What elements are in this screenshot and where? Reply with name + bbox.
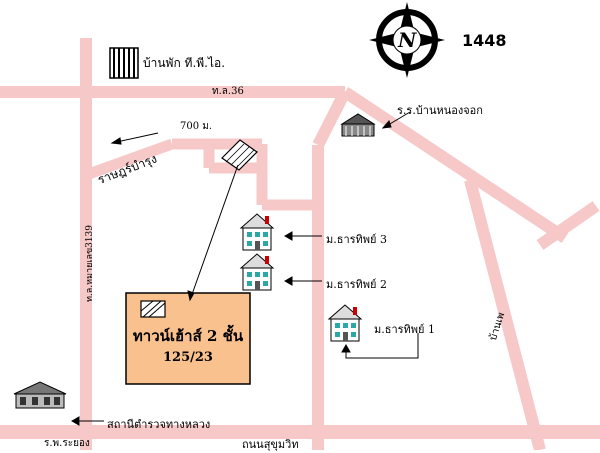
house-village2-icon xyxy=(239,253,275,291)
label-road-sukhumvit: ถนนสุขุมวิท xyxy=(242,438,299,451)
school-icon xyxy=(340,113,376,137)
label-school: ร.ร.บ้านหนองจอก xyxy=(397,104,483,117)
road-rat-1 xyxy=(84,138,174,181)
plot-title: ทาวน์เฮ้าส์ 2 ชั้น xyxy=(132,327,244,345)
house-village1-icon xyxy=(327,304,363,342)
site-marker-icon xyxy=(221,139,258,171)
label-village-1: ม.ธารทิพย์ 1 xyxy=(374,323,435,336)
plot-parcel xyxy=(125,292,251,385)
compass-rose-icon xyxy=(369,2,445,78)
label-police: สถานีตำรวจทางหลวง xyxy=(107,418,211,431)
label-road-3139: ท.ล.หมายเลข3139 xyxy=(85,224,95,302)
plot-hatch-icon xyxy=(140,300,166,318)
label-distance: 700 ม. xyxy=(180,121,213,132)
road-36-right xyxy=(341,87,569,243)
site-to-plot-arrow xyxy=(189,164,239,301)
label-road-rayong: ร.พ.ระยอง xyxy=(44,438,90,449)
road-diagonal xyxy=(312,89,351,148)
label-village-3: ม.ธารทิพย์ 3 xyxy=(326,233,387,246)
building-tpi-icon xyxy=(109,47,139,79)
map-arrows xyxy=(70,111,419,426)
label-road-36: ท.ล.36 xyxy=(212,86,244,97)
road-top-right xyxy=(536,201,600,250)
plot-number: 125/23 xyxy=(163,350,213,365)
road-right-edge xyxy=(464,178,546,450)
map-number: 1448 xyxy=(462,31,507,50)
house-village3-icon xyxy=(239,213,275,251)
label-village-2: ม.ธารทิพย์ 2 xyxy=(326,278,387,291)
label-hotel-tpi: บ้านพัก ที.พี.ไอ. xyxy=(143,56,226,70)
police-station-icon xyxy=(13,381,67,409)
compass-north-letter: N xyxy=(398,28,417,52)
